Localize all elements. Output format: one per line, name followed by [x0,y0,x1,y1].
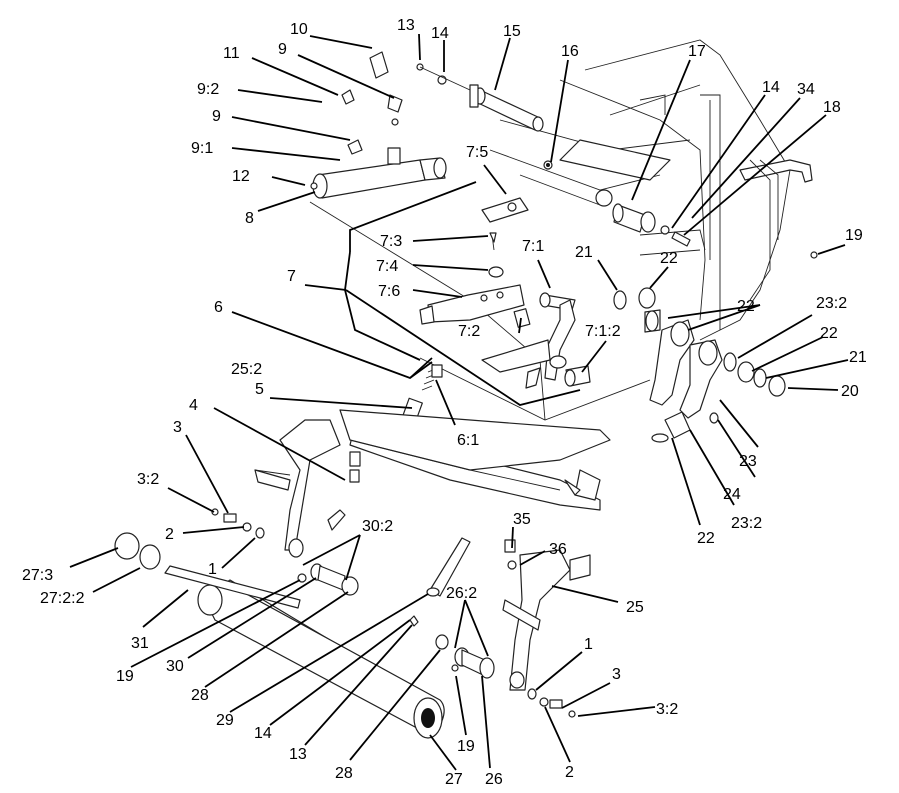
callout-label: 6:1 [457,432,479,449]
callout-label: 36 [549,541,567,558]
callout-label: 2 [565,764,574,781]
callout-label: 24 [723,486,741,503]
callout-label: 22 [737,298,755,315]
callout-label: 1 [584,636,593,653]
callout-labels: 10 13 14 15 11 9 9:2 9 9:1 12 8 16 17 14… [22,17,867,788]
callout-label: 7:1:2 [585,323,621,340]
roller-shaft [409,537,471,627]
callout-label: 14 [254,725,272,742]
callout-label: 34 [797,81,815,98]
callout-label: 5 [255,381,264,398]
callout-label: 31 [131,635,149,652]
callout-label: 3 [612,666,621,683]
callout-label: 7:6 [378,283,400,300]
callout-label: 30:2 [362,518,393,535]
parts-drawing [114,39,818,739]
callout-label: 22 [820,325,838,342]
callout-label: 7:4 [376,258,398,275]
callout-label: 22 [660,250,678,267]
callout-label: 19 [116,668,134,685]
callout-label: 30 [166,658,184,675]
callout-label: 27:3 [22,567,53,584]
callout-label: 17 [688,43,706,60]
pivot-pin [416,63,544,132]
callout-label: 9:2 [197,81,219,98]
callout-label: 8 [245,210,254,227]
callout-label: 22 [697,530,715,547]
callout-label: 35 [513,511,531,528]
callout-label: 26 [485,771,503,788]
callout-label: 3:2 [137,471,159,488]
callout-label: 9 [278,41,287,58]
callout-label: 15 [503,23,521,40]
callout-label: 9 [212,108,221,125]
callout-label: 3 [173,419,182,436]
callout-label: 23 [739,453,757,470]
callout-label: 27 [445,771,463,788]
callout-label: 23:2 [731,515,762,532]
main-frame [254,409,611,691]
callout-label: 19 [845,227,863,244]
callout-label: 25 [626,599,644,616]
callout-label: 11 [223,45,240,62]
pivot-arms [613,287,786,443]
callout-label: 21 [575,244,593,261]
callout-label: 25:2 [231,361,262,378]
callout-label: 10 [290,21,308,38]
right-hardware [435,634,576,718]
rear-frame [489,39,813,341]
callout-label: 3:2 [656,701,678,718]
callout-label: 2 [165,526,174,543]
callout-label: 7:5 [466,144,488,161]
callout-label: 28 [191,687,209,704]
callout-label: 13 [289,746,307,763]
callout-label: 18 [823,99,841,116]
callout-label: 20 [841,383,859,400]
callout-label: 28 [335,765,353,782]
callout-label: 16 [561,43,579,60]
callout-label: 7:1 [522,238,544,255]
bushing-assembly [612,203,818,259]
callout-label: 27:2:2 [40,590,85,607]
callout-label: 7:3 [380,233,402,250]
left-hardware [114,451,361,596]
roller [164,565,445,739]
callout-label: 23:2 [816,295,847,312]
callout-label: 6 [214,299,223,316]
callout-label: 14 [431,25,449,42]
callout-label: 7:2 [458,323,480,340]
callout-label: 7 [287,268,296,285]
callout-label: 13 [397,17,415,34]
callout-label: 4 [189,397,198,414]
callout-label: 29 [216,712,234,729]
lift-cylinder [309,51,546,421]
callout-label: 9:1 [191,140,213,157]
callout-label: 26:2 [446,585,477,602]
callout-label: 1 [208,561,217,578]
callout-label: 14 [762,79,780,96]
leader-lines [69,33,849,771]
callout-label: 21 [849,349,867,366]
callout-label: 12 [232,168,250,185]
callout-label: 19 [457,738,475,755]
latch-assembly [419,197,651,421]
